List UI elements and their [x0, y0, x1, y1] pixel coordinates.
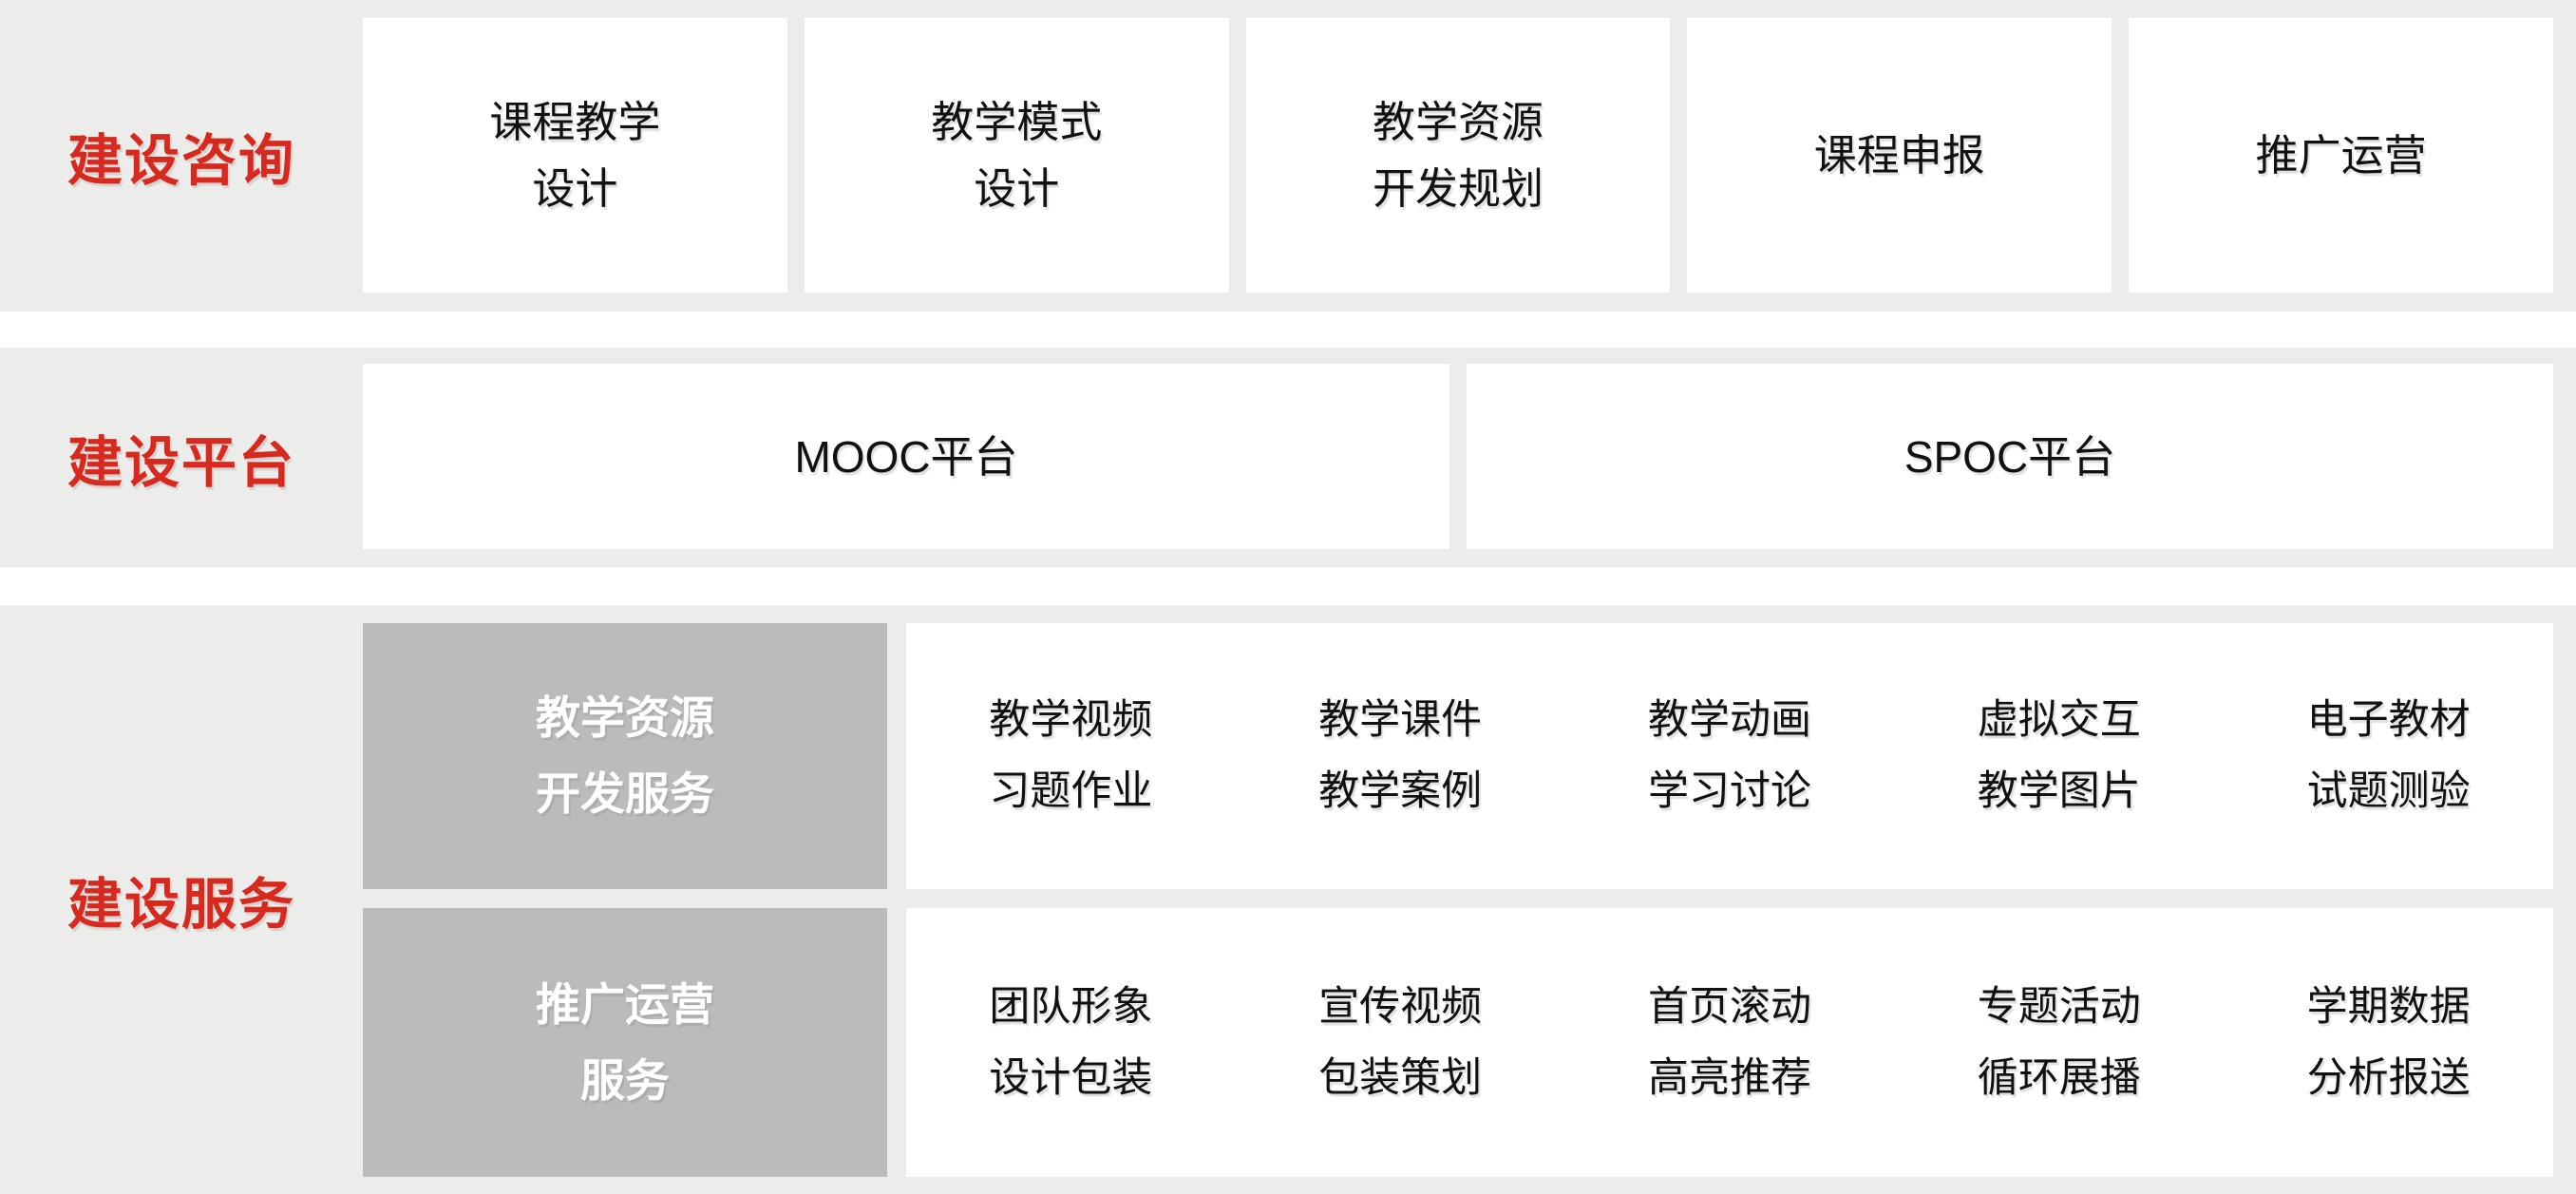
box-text-line: 教学图片: [1977, 768, 2141, 814]
service-item: 虚拟交互 教学图片: [1894, 685, 2224, 827]
service-item: 教学课件 教学案例: [1236, 685, 1565, 827]
consulting-box-course-application: 课程申报: [1687, 18, 2112, 293]
service-item: 教学动画 学习讨论: [1565, 685, 1895, 827]
platform-box-row: MOOC平台 SPOC平台: [363, 364, 2553, 549]
box-text-line: 高亮推荐: [1647, 1054, 1811, 1101]
box-text-line: 课程教学: [489, 97, 661, 146]
consulting-box-promotion-operation: 推广运营: [2129, 18, 2553, 293]
service-item: 专题活动 循环展播: [1894, 972, 2224, 1114]
box-text-line: 学习讨论: [1647, 768, 1811, 814]
service-header-promotion-operation: 推广运营 服务: [363, 908, 887, 1177]
box-text-line: 宣传视频: [1318, 983, 1483, 1030]
box-text-line: 试题测验: [2306, 768, 2471, 814]
box-text-line: 分析报送: [2306, 1054, 2471, 1101]
service-item: 团队形象 设计包装: [906, 972, 1236, 1114]
box-text-line: 电子教材: [2306, 697, 2471, 743]
consulting-row-label: 建设咨询: [66, 130, 295, 192]
service-item: 电子教材 试题测验: [2224, 685, 2553, 827]
box-text-line: 开发服务: [536, 768, 714, 819]
box-text-line: 学期数据: [2306, 983, 2471, 1030]
consulting-box-row: 课程教学 设计 教学模式 设计 教学资源 开发规划 课程申报 推广运营: [363, 18, 2553, 293]
box-text-line: 课程申报: [1813, 130, 1985, 180]
service-item: 宣传视频 包装策划: [1236, 972, 1565, 1114]
box-text-line: 推广运营: [2255, 130, 2427, 180]
box-text-line: 习题作业: [989, 768, 1153, 814]
service-items-promotion-operation: 团队形象 设计包装 宣传视频 包装策划 首页滚动 高亮推荐 专题活动 循环展播 …: [906, 908, 2553, 1177]
box-text-line: 首页滚动: [1647, 983, 1811, 1030]
platform-box-spoc: SPOC平台: [1467, 364, 2553, 549]
service-row-label: 建设服务: [66, 874, 295, 936]
box-text-line: 设计包装: [989, 1054, 1153, 1101]
service-item: 教学视频 习题作业: [906, 685, 1236, 827]
box-text-line: 教学资源: [536, 692, 714, 743]
box-text-line: 推广运营: [536, 978, 714, 1030]
service-item: 学期数据 分析报送: [2224, 972, 2553, 1114]
platform-row-label: 建设平台: [66, 431, 295, 494]
box-text-line: 教学动画: [1647, 697, 1811, 743]
service-subrow-resource-development: 教学资源 开发服务 教学视频 习题作业 教学课件 教学案例 教学动画 学习讨论 …: [363, 623, 2553, 889]
box-text-line: 团队形象: [989, 983, 1153, 1030]
box-text-line: 开发规划: [1372, 163, 1544, 213]
box-text-line: 设计: [974, 163, 1060, 213]
consulting-box-course-teaching-design: 课程教学 设计: [363, 18, 787, 293]
platform-box-mooc: MOOC平台: [363, 364, 1449, 549]
box-text-line: 教学案例: [1318, 768, 1483, 814]
box-text-line: 包装策划: [1318, 1054, 1483, 1101]
box-text-line: SPOC平台: [1904, 431, 2116, 482]
consulting-box-teaching-mode-design: 教学模式 设计: [804, 18, 1229, 293]
box-text-line: 设计: [532, 163, 618, 213]
box-text-line: 教学课件: [1318, 697, 1483, 743]
box-text-line: 教学视频: [989, 697, 1153, 743]
service-item: 首页滚动 高亮推荐: [1565, 972, 1895, 1114]
box-text-line: 循环展播: [1977, 1054, 2141, 1101]
service-items-resource-development: 教学视频 习题作业 教学课件 教学案例 教学动画 学习讨论 虚拟交互 教学图片 …: [906, 623, 2553, 889]
service-header-resource-development: 教学资源 开发服务: [363, 623, 887, 889]
box-text-line: 专题活动: [1977, 983, 2141, 1030]
consulting-box-resource-development-planning: 教学资源 开发规划: [1245, 18, 1671, 293]
box-text-line: 服务: [580, 1054, 670, 1106]
box-text-line: MOOC平台: [794, 431, 1018, 482]
box-text-line: 教学资源: [1372, 97, 1544, 146]
service-subrow-promotion-operation: 推广运营 服务 团队形象 设计包装 宣传视频 包装策划 首页滚动 高亮推荐 专题…: [363, 908, 2553, 1177]
box-text-line: 虚拟交互: [1977, 697, 2141, 743]
box-text-line: 教学模式: [931, 97, 1103, 146]
